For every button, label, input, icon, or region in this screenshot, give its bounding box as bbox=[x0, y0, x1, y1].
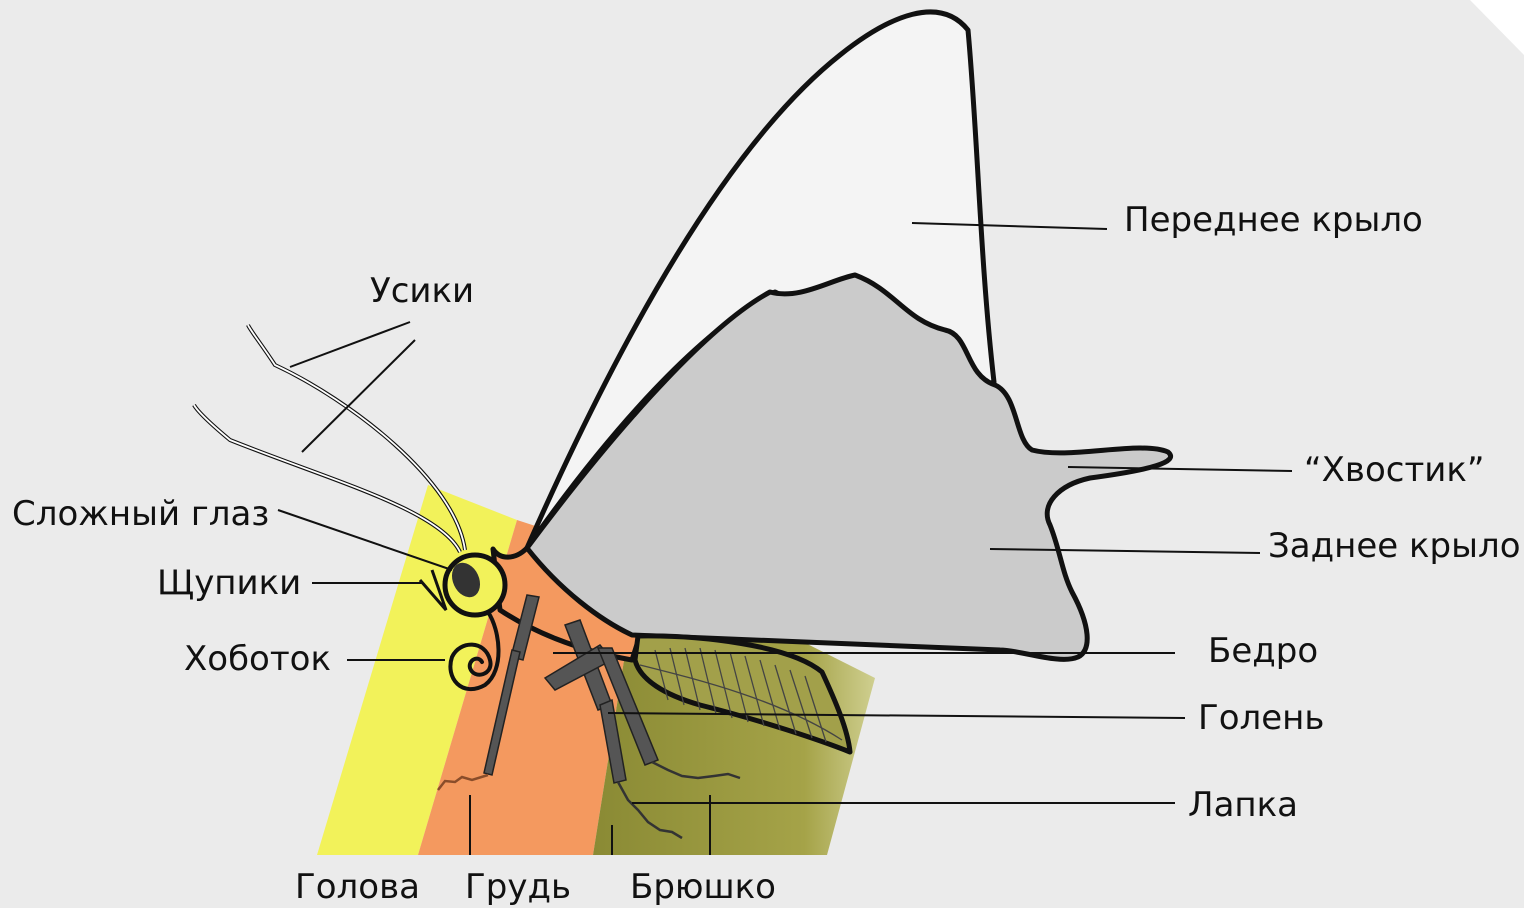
label-palps: Щупики bbox=[157, 563, 301, 603]
label-forewing: Переднее крыло bbox=[1124, 200, 1423, 240]
label-compound-eye: Сложный глаз bbox=[12, 494, 269, 534]
label-antennae: Усики bbox=[370, 271, 474, 311]
label-tarsus: Лапка bbox=[1188, 785, 1298, 825]
label-femur: Бедро bbox=[1208, 631, 1318, 671]
label-thorax: Грудь bbox=[465, 867, 571, 907]
label-tibia: Голень bbox=[1198, 698, 1324, 738]
label-tail: “Хвостик” bbox=[1304, 450, 1485, 490]
label-head: Голова bbox=[295, 867, 420, 907]
label-abdomen: Брюшко bbox=[630, 867, 776, 907]
label-proboscis: Хоботок bbox=[184, 639, 331, 679]
label-hindwing: Заднее крыло bbox=[1268, 526, 1521, 566]
